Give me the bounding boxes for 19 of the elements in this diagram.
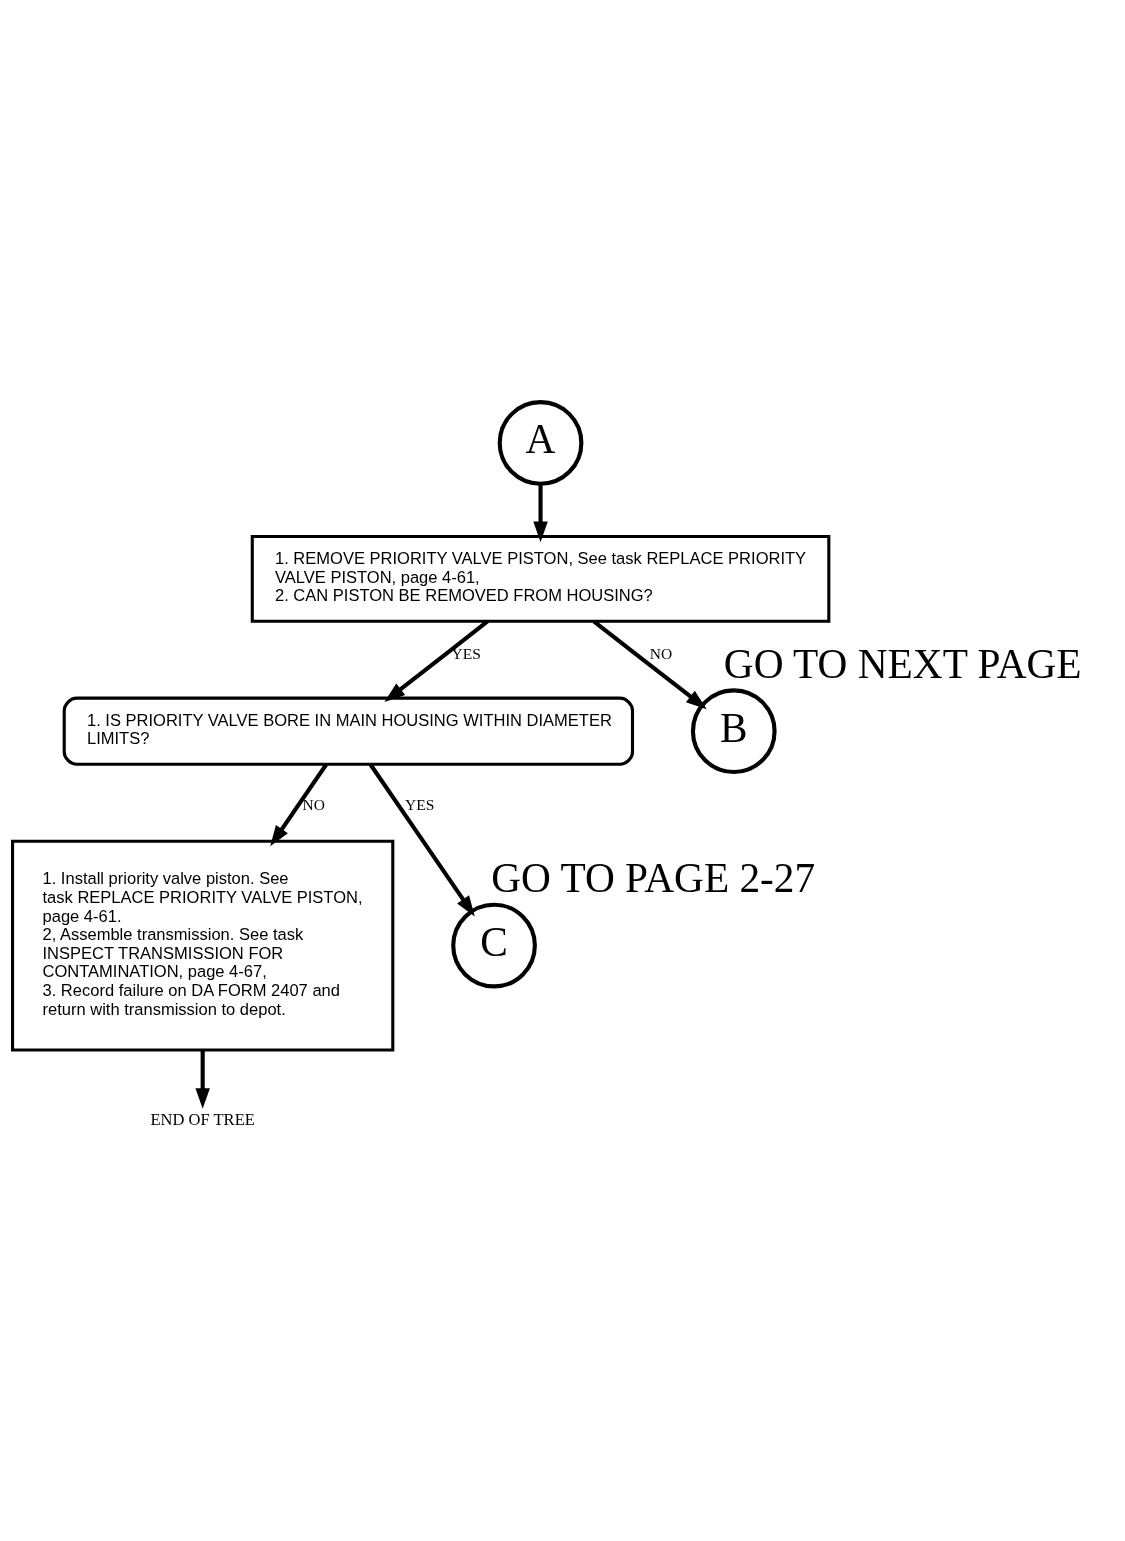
arrow — [195, 1049, 210, 1109]
arrow — [533, 483, 548, 542]
edge-label: NO — [302, 795, 325, 813]
edge-label: YES — [451, 644, 481, 662]
edge-label: NO — [649, 644, 673, 662]
node-box: 1. REMOVE PRIORITY VALVE PISTON, See task REPLACE PRIORITY VALVE PISTON, page 4-61, 2. CAN PISTON BE REMOVED FROM HOUSING? — [250, 534, 831, 623]
node-box: 1. Install priority valve piston. See task REPLACE PRIORITY VALVE PISTON, page 4-61. 2, Assemble transmission. See task INSPECT TRANSMISSION FOR CONTAMINATION, page 4-67, 3. Record failure on DA FORM 2407 and return with transmission to depot. — [11, 839, 395, 1052]
arrow — [368, 762, 475, 916]
node-circle: C — [451, 902, 537, 988]
arrow — [270, 762, 328, 846]
node-box: 1. IS PRIORITY VALVE BORE IN MAIN HOUSING WITHIN DIAMETER LIMITS? — [62, 696, 635, 766]
node-circle: B — [690, 687, 777, 774]
arrow — [384, 619, 489, 702]
node-circle: A — [497, 399, 584, 486]
edge-label: YES — [405, 795, 435, 813]
arrow — [592, 619, 707, 709]
node-label: GO TO PAGE 2-27 — [491, 854, 816, 901]
node-text: END OF TREE — [150, 1109, 255, 1129]
node-label: GO TO NEXT PAGE — [723, 640, 1082, 687]
